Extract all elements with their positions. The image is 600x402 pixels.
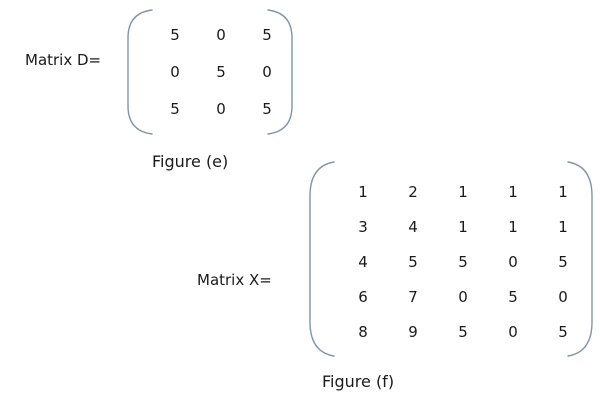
matrix-cell: 8: [358, 322, 368, 341]
matrix-x-left-bracket-icon: [309, 161, 335, 357]
matrix-d-left-bracket-icon: [127, 9, 153, 135]
matrix-cell: 1: [458, 217, 468, 236]
matrix-cell: 5: [262, 25, 272, 44]
matrix-x-grid: 1 2 1 1 1 3 4 1 1 1 4 5 5 0 5 6 7 0 5 0 …: [338, 174, 588, 349]
matrix-d-grid: 5 0 5 0 5 0 5 0 5: [152, 16, 290, 127]
matrix-cell: 5: [262, 99, 272, 118]
matrix-cell: 2: [408, 182, 418, 201]
matrix-d: 5 0 5 0 5 0 5 0 5: [122, 8, 298, 136]
matrix-cell: 1: [508, 182, 518, 201]
matrix-cell: 0: [216, 25, 226, 44]
matrix-cell: 1: [508, 217, 518, 236]
matrix-cell: 1: [558, 182, 568, 201]
matrix-cell: 1: [558, 217, 568, 236]
matrix-x: 1 2 1 1 1 3 4 1 1 1 4 5 5 0 5 6 7 0 5 0 …: [304, 160, 598, 358]
matrix-cell: 5: [508, 287, 518, 306]
matrix-cell: 5: [408, 252, 418, 271]
matrix-cell: 4: [358, 252, 368, 271]
matrix-cell: 6: [358, 287, 368, 306]
matrix-cell: 3: [358, 217, 368, 236]
matrix-cell: 0: [558, 287, 568, 306]
figure-f-caption: Figure (f): [322, 372, 395, 391]
matrix-cell: 0: [508, 322, 518, 341]
matrix-cell: 1: [458, 182, 468, 201]
matrix-cell: 0: [508, 252, 518, 271]
matrix-cell: 5: [170, 25, 180, 44]
matrix-d-right-bracket-icon: [267, 9, 293, 135]
matrix-cell: 9: [408, 322, 418, 341]
matrix-x-right-bracket-icon: [567, 161, 593, 357]
matrix-x-label: Matrix X=: [197, 271, 272, 289]
matrix-cell: 0: [458, 287, 468, 306]
matrix-cell: 0: [216, 99, 226, 118]
matrix-cell: 5: [558, 322, 568, 341]
matrix-cell: 5: [458, 322, 468, 341]
matrix-d-label: Matrix D=: [25, 51, 102, 69]
matrix-cell: 5: [458, 252, 468, 271]
matrix-cell: 1: [358, 182, 368, 201]
matrix-cell: 5: [170, 99, 180, 118]
matrix-cell: 0: [262, 62, 272, 81]
matrix-cell: 0: [170, 62, 180, 81]
matrix-cell: 7: [408, 287, 418, 306]
matrix-cell: 4: [408, 217, 418, 236]
matrix-cell: 5: [216, 62, 226, 81]
figure-e-caption: Figure (e): [152, 152, 229, 171]
matrix-cell: 5: [558, 252, 568, 271]
